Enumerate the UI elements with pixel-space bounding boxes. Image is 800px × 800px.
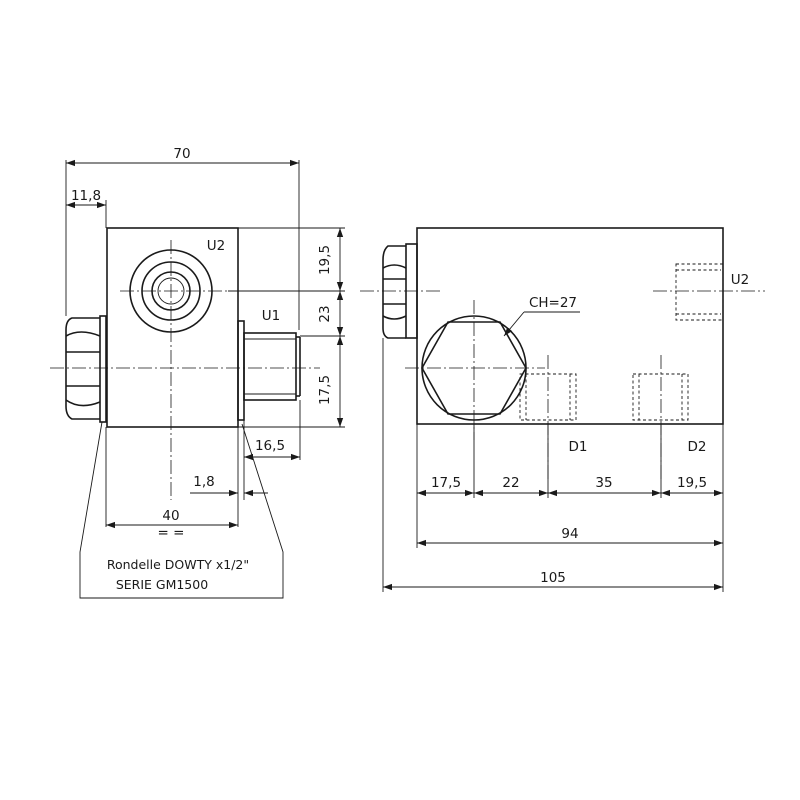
label-ch27: CH=27 — [529, 295, 577, 311]
dim-fitting-length: 16,5 — [255, 438, 285, 454]
u2-port-hidden — [675, 263, 724, 321]
label-d1: D1 — [569, 439, 588, 455]
dim-block-width: 40 — [162, 508, 179, 524]
front-block — [416, 227, 724, 425]
dim-seg2: 22 — [502, 475, 519, 491]
u1-fitting — [237, 320, 301, 421]
dim-seg1: 17,5 — [431, 475, 461, 491]
label-u2-front: U2 — [731, 272, 749, 288]
note-line-1: Rondelle DOWTY x1/2" — [107, 557, 249, 572]
note-line-2: SERIE GM1500 — [116, 577, 208, 592]
side-view: 70 11,8 U2 U1 19,5 23 17,5 16,5 1,8 40 =… — [50, 146, 345, 599]
dim-seg4: 19,5 — [677, 475, 707, 491]
label-u1: U1 — [262, 308, 280, 324]
dim-overall-length: 105 — [540, 570, 566, 586]
front-view: CH=27 U2 D1 D2 17,5 22 35 19,5 94 105 — [360, 227, 765, 592]
symmetry-mark: = = — [158, 525, 185, 541]
left-hex-nut — [65, 315, 107, 423]
side-block — [106, 227, 239, 428]
dim-height-top: 19,5 — [317, 245, 333, 275]
label-u2-side: U2 — [207, 238, 225, 254]
dim-overall-width: 70 — [173, 146, 190, 162]
d2-port — [632, 373, 689, 421]
dim-height-bottom: 17,5 — [317, 375, 333, 405]
dim-block-length: 94 — [561, 526, 578, 542]
dim-seg3: 35 — [595, 475, 612, 491]
label-d2: D2 — [688, 439, 707, 455]
dim-nut-offset: 11,8 — [71, 188, 101, 204]
dim-washer-thickness: 1,8 — [193, 474, 214, 490]
dim-height-mid: 23 — [317, 305, 333, 322]
